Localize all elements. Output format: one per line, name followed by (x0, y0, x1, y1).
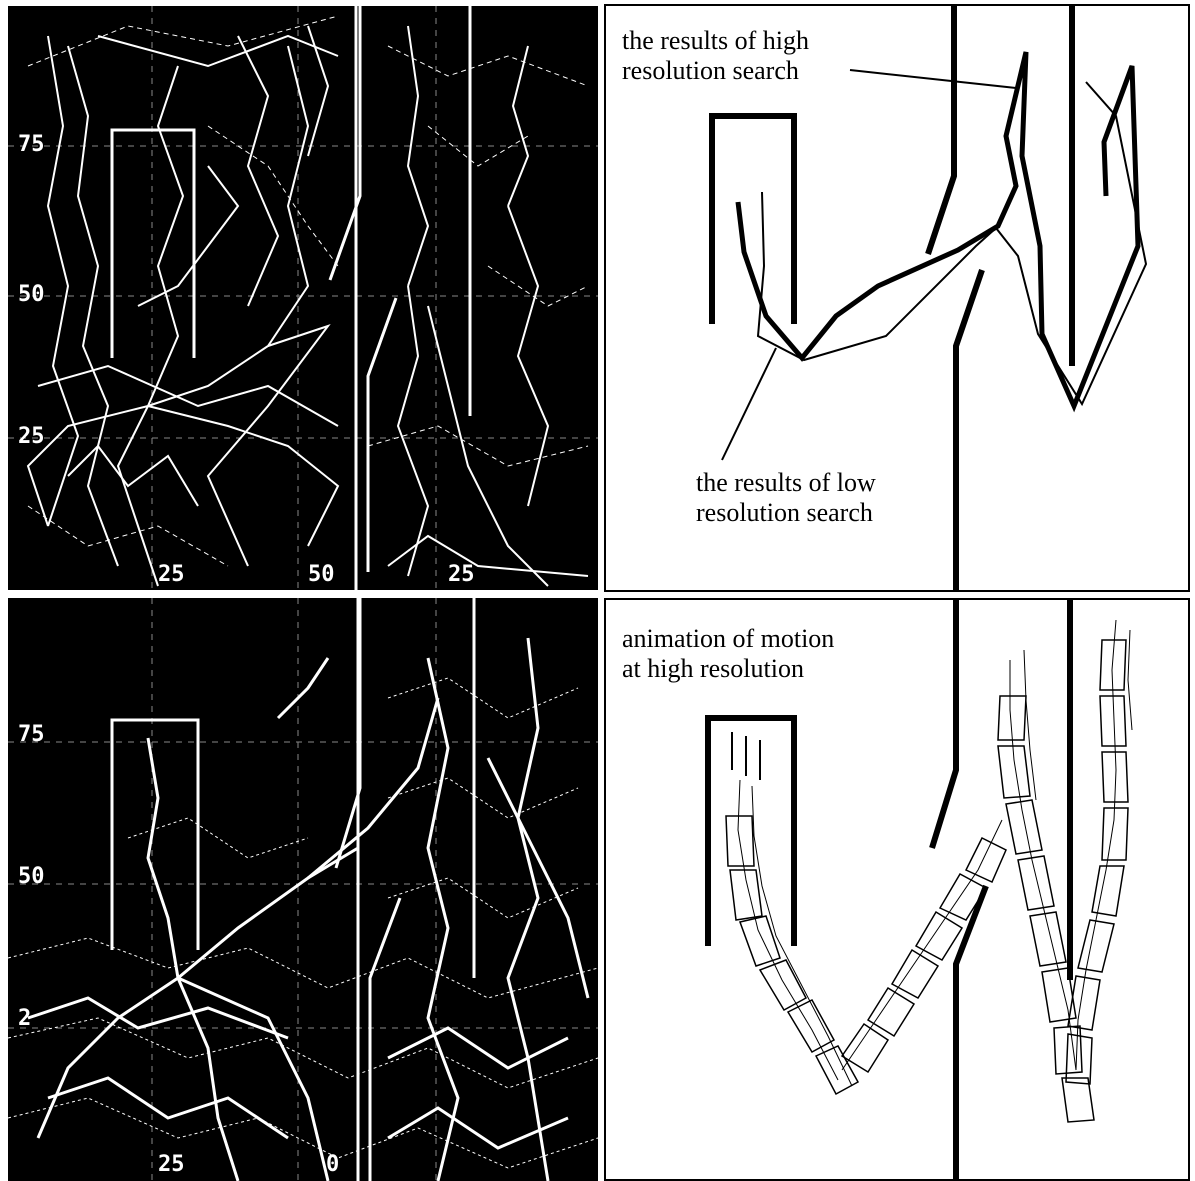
search-tree-plot (8, 6, 598, 590)
label-animation-of-motion: animation of motion at high resolution (622, 624, 834, 684)
x-tick-50: 50 (308, 564, 335, 586)
x-tick-25: 25 (158, 1154, 185, 1176)
label-high-resolution-search: the results of high resolution search (622, 26, 809, 86)
x-tick-50: 0 (326, 1154, 339, 1176)
dense-search-fill (8, 678, 598, 1168)
search-results-plot (606, 6, 1190, 592)
dense-search-tree-plot (8, 598, 598, 1181)
obstacle-walls (708, 600, 1070, 1181)
arm-start-markers (732, 732, 760, 780)
search-tree-panel-high-res: 75 50 2 25 0 (8, 598, 598, 1181)
x-tick-25-second: 25 (448, 564, 475, 586)
y-tick-75: 75 (18, 134, 45, 156)
dotted-grid (8, 598, 598, 1181)
motion-animation-panel: animation of motion at high resolution (604, 598, 1190, 1181)
y-tick-50: 50 (18, 284, 45, 306)
search-tree-panel-low-res: 75 50 25 25 50 25 (8, 6, 598, 590)
y-tick-50: 50 (18, 866, 45, 888)
obstacle-walls (112, 6, 470, 590)
dotted-grid (8, 6, 598, 590)
y-tick-25: 2 (18, 1008, 31, 1030)
y-tick-75: 75 (18, 724, 45, 746)
motion-animation-plot (606, 600, 1190, 1181)
search-results-panel: the results of high resolution search th… (604, 4, 1190, 592)
x-tick-25: 25 (158, 564, 185, 586)
label-pointer-lines (722, 70, 1016, 460)
y-tick-25: 25 (18, 426, 45, 448)
label-low-resolution-search: the results of low resolution search (696, 468, 876, 528)
